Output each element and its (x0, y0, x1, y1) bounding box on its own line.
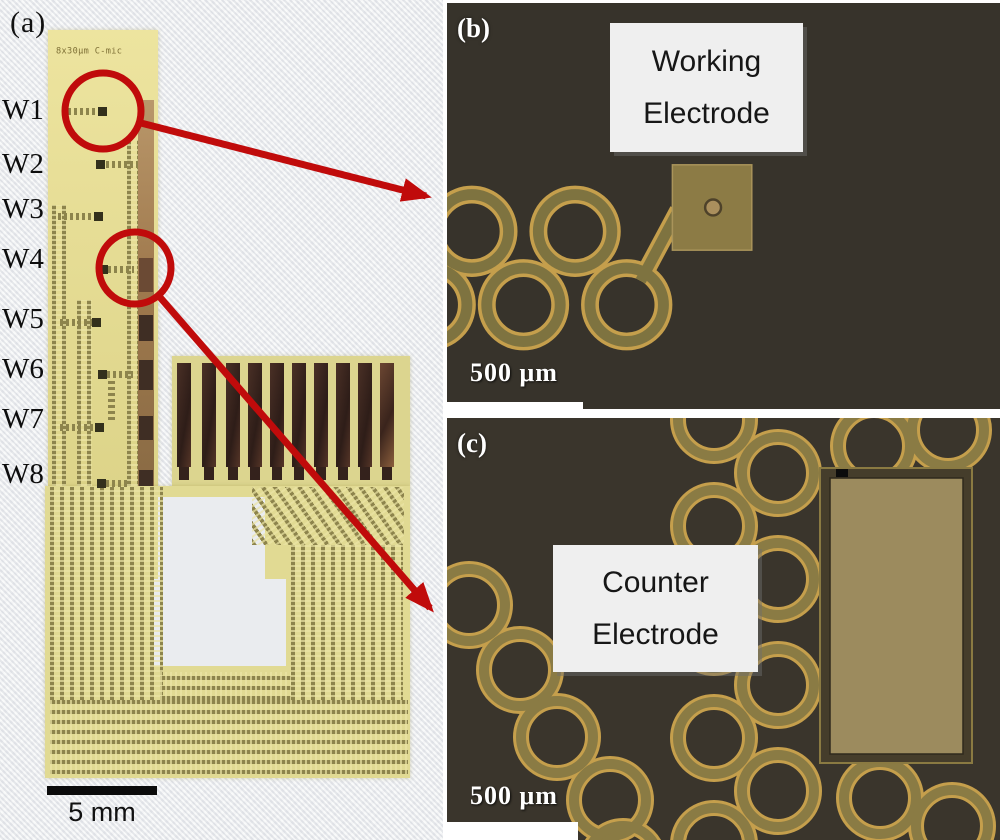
connector-finger (226, 363, 240, 467)
callout-line: Working (651, 44, 762, 78)
trace-lead (60, 424, 95, 431)
connector-finger-foot (316, 467, 326, 480)
connector-finger-foot (179, 467, 189, 480)
edge-pad (139, 258, 153, 292)
panel-divider (443, 402, 583, 418)
working-electrode-site-w6 (98, 370, 107, 379)
wire-label-w3: W3 (2, 193, 44, 225)
panel-c-label: (c) (457, 428, 487, 458)
callout-line: Electrode (592, 617, 719, 651)
counter-electrode-pad (829, 477, 964, 755)
connector-finger-foot (228, 467, 238, 480)
trace-lead (106, 161, 138, 168)
substrate-cutout (158, 497, 265, 579)
wire-label-w1: W1 (2, 94, 44, 126)
trace-lead (106, 480, 130, 487)
connector-finger (270, 363, 284, 467)
panel-divider (443, 822, 578, 840)
wire-label-w5: W5 (2, 303, 44, 335)
edge-pad (139, 315, 153, 341)
working-electrode-site-w3 (94, 212, 103, 221)
connector-finger (177, 363, 191, 467)
working-electrode-site-w8 (97, 479, 106, 488)
trace-lead (60, 319, 92, 326)
working-electrode-site-w2 (96, 160, 105, 169)
connector-finger-foot (294, 467, 304, 480)
trace-band (50, 487, 163, 702)
working-electrode-trace-svg (447, 164, 753, 351)
trace-fanout (252, 487, 404, 545)
scale-bar (47, 786, 157, 795)
connector-finger (336, 363, 350, 467)
counter-electrode-callout: Counter Electrode (553, 545, 758, 672)
edge-pad (139, 470, 153, 486)
wire-label-w4: W4 (2, 243, 44, 275)
working-electrode-site-w7 (95, 423, 104, 432)
panel-divider (583, 409, 1000, 418)
wire-label-w7: W7 (2, 403, 44, 435)
trace-band (77, 300, 92, 486)
working-electrode-site-w5 (92, 318, 101, 327)
connector-finger (248, 363, 262, 467)
callout-line: Counter (602, 565, 709, 599)
wire-label-w6: W6 (2, 353, 44, 385)
connector-finger (292, 363, 306, 467)
trace-band (52, 205, 66, 486)
connector-finger (202, 363, 216, 467)
connector-finger-foot (338, 467, 348, 480)
connector-finger-foot (382, 467, 392, 480)
connector-finger (314, 363, 328, 467)
connector-finger (358, 363, 372, 467)
panel-a-photo: (a) 8x30μm C-mic (0, 0, 443, 840)
trace-lead (107, 371, 133, 378)
edge-pad (139, 360, 153, 390)
connector-finger-foot (360, 467, 370, 480)
panel-b-label: (b) (457, 13, 490, 43)
panel-c-scale-bar-label: 500 μm (470, 781, 558, 810)
connector-finger (380, 363, 394, 467)
working-electrode-site-w4 (99, 265, 108, 274)
trace-lead (68, 108, 98, 115)
trace-lead (58, 213, 94, 220)
chip-marking-text: 8x30μm C-mic (56, 47, 123, 57)
substrate-cutout (152, 579, 286, 666)
callout-line: Electrode (643, 96, 770, 130)
trace-band (160, 672, 291, 700)
trace-band (50, 700, 408, 774)
connector-finger-foot (204, 467, 214, 480)
wire-label-w8: W8 (2, 458, 44, 490)
connector-finger-foot (272, 467, 282, 480)
trace-lead (108, 378, 115, 420)
edge-pad (139, 416, 153, 440)
working-electrode-opening (703, 198, 723, 217)
working-electrode-callout: Working Electrode (610, 23, 803, 152)
scale-bar-label: 5 mm (68, 797, 136, 827)
wire-label-w2: W2 (2, 148, 44, 180)
working-electrode-site-w1 (98, 107, 107, 116)
panel-b-scale-bar-label: 500 μm (470, 358, 558, 387)
trace-band (291, 545, 403, 702)
trace-lead (108, 266, 134, 273)
electrode-defect-mark (836, 469, 848, 477)
connector-finger-foot (250, 467, 260, 480)
panel-a-label: (a) (10, 6, 47, 39)
